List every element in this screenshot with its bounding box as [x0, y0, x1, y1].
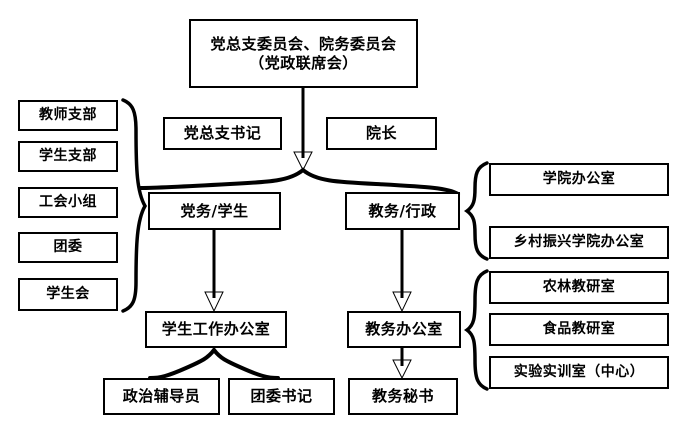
node-experiment-training-center[interactable]: 实验实训室（中心） [489, 356, 669, 389]
node-party-secretary[interactable]: 党总支书记 [163, 117, 282, 150]
node-political-counselor[interactable]: 政治辅导员 [103, 378, 220, 415]
brace-branch-split [139, 167, 460, 196]
node-student-branch[interactable]: 学生支部 [18, 141, 118, 172]
node-food-teaching-office[interactable]: 食品教研室 [489, 313, 669, 346]
node-college-office[interactable]: 学院办公室 [489, 163, 669, 196]
arrow-root-head [293, 151, 313, 172]
node-union-group-label: 工会小组 [39, 193, 97, 210]
root-title-line2: （党政联席会） [249, 53, 358, 72]
brace-right-upper-group [463, 161, 489, 261]
node-league-secretary[interactable]: 团委书记 [228, 378, 335, 415]
node-academic-secretary[interactable]: 教务秘书 [348, 378, 458, 415]
node-student-work-office[interactable]: 学生工作办公室 [145, 311, 287, 348]
node-agroforestry-teaching-office-label: 农林教研室 [542, 278, 616, 295]
node-college-office-label: 学院办公室 [542, 170, 616, 187]
node-student-branch-label: 学生支部 [39, 147, 97, 164]
arrow-office-to-secretary-head [392, 359, 412, 380]
brace-left-group [121, 98, 148, 313]
node-student-work-office-label: 学生工作办公室 [161, 320, 271, 339]
node-experiment-training-center-label: 实验实训室（中心） [513, 363, 645, 380]
arrow-party-to-student-office-head [204, 291, 224, 313]
node-root-committee[interactable]: 党总支委员会、院务委员会 （党政联席会） [189, 19, 418, 88]
node-agroforestry-teaching-office[interactable]: 农林教研室 [489, 271, 669, 304]
arrow-academic-to-office-head [392, 291, 412, 313]
node-student-union[interactable]: 学生会 [18, 278, 118, 311]
root-title-line1: 党总支委员会、院务委员会 [210, 34, 397, 53]
node-academic-administration-label: 教务/行政 [368, 201, 437, 220]
node-academic-administration[interactable]: 教务/行政 [345, 192, 460, 230]
node-academic-affairs-office-label: 教务办公室 [365, 320, 443, 339]
node-dean[interactable]: 院长 [326, 117, 437, 150]
node-union-group[interactable]: 工会小组 [18, 187, 118, 218]
node-youth-league-committee-label: 团委 [53, 238, 83, 255]
node-teacher-branch[interactable]: 教师支部 [18, 100, 118, 131]
node-academic-secretary-label: 教务秘书 [371, 387, 434, 406]
node-food-teaching-office-label: 食品教研室 [542, 320, 616, 337]
brace-student-office-split [148, 346, 280, 380]
node-party-secretary-label: 党总支书记 [183, 124, 262, 143]
node-party-student-affairs[interactable]: 党务/学生 [148, 192, 281, 230]
brace-right-lower-group [463, 269, 489, 391]
node-party-student-affairs-label: 党务/学生 [180, 201, 249, 220]
node-rural-revitalization-office-label: 乡村振兴学院办公室 [513, 233, 645, 250]
node-student-union-label: 学生会 [46, 285, 90, 302]
node-rural-revitalization-office[interactable]: 乡村振兴学院办公室 [489, 226, 669, 259]
node-youth-league-committee[interactable]: 团委 [18, 232, 118, 263]
node-league-secretary-label: 团委书记 [250, 387, 313, 406]
node-political-counselor-label: 政治辅导员 [122, 387, 201, 406]
node-academic-affairs-office[interactable]: 教务办公室 [347, 311, 461, 348]
node-dean-label: 院长 [365, 124, 397, 143]
node-teacher-branch-label: 教师支部 [39, 106, 97, 123]
